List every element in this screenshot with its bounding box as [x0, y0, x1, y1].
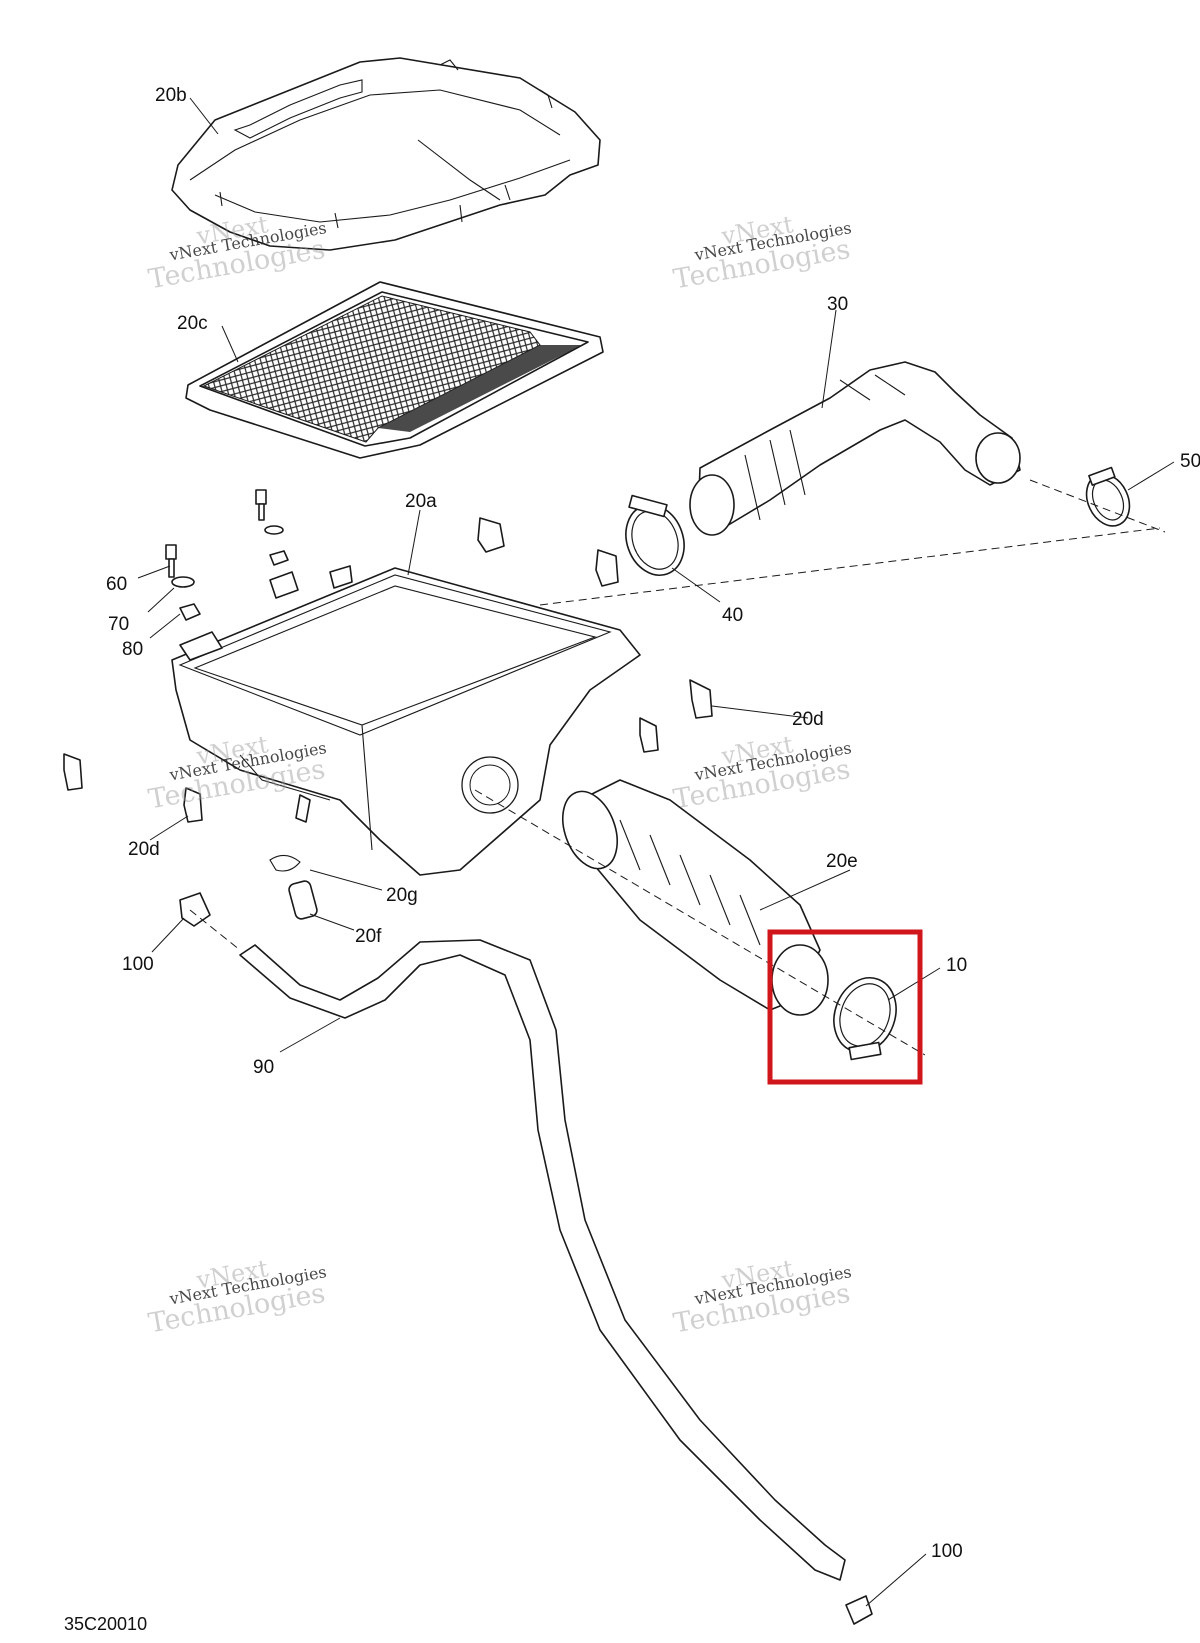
air-box-base-part [171, 565, 641, 876]
callout-80[interactable]: 80 [122, 639, 144, 660]
intake-duct-part [562, 779, 829, 1016]
callout-20d-left[interactable]: 20d [128, 839, 160, 860]
callout-90[interactable]: 90 [253, 1057, 275, 1078]
callout-20e[interactable]: 20e [826, 851, 858, 872]
callout-10[interactable]: 10 [946, 955, 968, 976]
callout-30[interactable]: 30 [827, 294, 849, 315]
intake-tube-part [689, 361, 1021, 536]
callout-50[interactable]: 50 [1180, 451, 1200, 472]
callout-60[interactable]: 60 [106, 574, 128, 595]
callout-20c[interactable]: 20c [177, 313, 208, 334]
callout-40[interactable]: 40 [722, 605, 744, 626]
drain-parts [269, 854, 318, 920]
hose-clamp-50-part [1085, 466, 1131, 527]
clip-parts [63, 517, 873, 1625]
callout-leader-lines [137, 97, 1175, 1607]
hose-clamp-10-part [833, 977, 897, 1061]
air-box-cover-part [171, 57, 601, 251]
callout-20a[interactable]: 20a [405, 491, 437, 512]
callout-20g[interactable]: 20g [386, 885, 418, 906]
callout-70[interactable]: 70 [108, 614, 130, 635]
callout-20b[interactable]: 20b [155, 85, 187, 106]
callout-100-bottom[interactable]: 100 [931, 1541, 963, 1562]
callout-20d-right[interactable]: 20d [792, 709, 824, 730]
screw-washer-nut-parts [165, 489, 289, 621]
hose-clamp-40-part [625, 494, 685, 576]
callout-20f[interactable]: 20f [355, 926, 382, 947]
assembly-center-lines [189, 479, 1166, 1056]
highlight-box [767, 929, 923, 1085]
figure-code: 35C20010 [64, 1614, 148, 1634]
callout-100-top[interactable]: 100 [122, 954, 154, 975]
drain-hose-part [239, 939, 846, 1581]
air-filter-part [185, 281, 604, 459]
